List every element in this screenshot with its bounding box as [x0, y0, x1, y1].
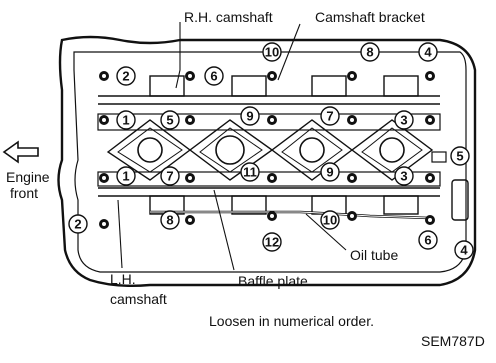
rh-cam-journal-3	[311, 75, 347, 97]
bolt-hole-rh-upper-3	[270, 74, 274, 78]
bolt-hole-rh-lower-4	[350, 118, 354, 122]
bolt-hole-lh-upper-3	[270, 176, 274, 180]
engine-label: Engine	[6, 169, 50, 185]
bolt-number-lh-upper-6: 5	[456, 149, 463, 164]
lh-camshaft-bar	[98, 187, 440, 197]
bolt-number-circle-rh-upper-1	[116, 66, 136, 86]
bolt-number-lh-lower-1: 2	[74, 217, 81, 232]
bolt-number-lh-lower-4: 10	[323, 213, 337, 228]
bolt-hole-rh-upper-5	[428, 74, 432, 78]
bolt-hole-rh-upper-4	[350, 74, 354, 78]
bolt-hole-rh-upper-1	[102, 74, 106, 78]
bolt-number-circle-rh-lower-4	[320, 106, 340, 126]
bolt-number-lh-upper-1: 1	[122, 169, 129, 184]
bolt-number-circle-rh-upper-3	[262, 42, 282, 62]
bolt-number-lh-lower-2: 8	[166, 213, 173, 228]
bolt-number-circle-lh-lower-4	[320, 210, 340, 230]
bolt-number-circle-lh-upper-1	[116, 166, 136, 186]
bolt-hole-lh-upper-1	[102, 176, 106, 180]
bolt-hole-rh-lower-2	[188, 118, 192, 122]
leader-lines	[117, 22, 347, 271]
bolt-number-circle-lh-upper-2	[160, 166, 180, 186]
baffle-plate-inner	[117, 127, 423, 173]
bolt-hole-lh-lower-1	[102, 222, 106, 226]
bolt-number-lh-lower-3: 12	[265, 235, 279, 250]
bolt-hole-lh-upper-2	[188, 176, 192, 180]
bolt-number-circle-lh-upper-6	[450, 146, 470, 166]
bolt-hole-lh-upper-4	[350, 176, 354, 180]
baffle-plate-label: Baffle plate	[238, 273, 308, 289]
bolt-hole-lh-lower-3	[270, 214, 274, 218]
spark-plug-hole-3	[299, 137, 325, 163]
cylinder-head-outline	[57, 35, 477, 288]
front-cover-part-small	[431, 151, 447, 163]
bolt-hole-lh-lower-4	[350, 214, 354, 218]
bolt-number-lh-lower-5: 6	[424, 233, 431, 248]
bolt-number-circle-rh-lower-5	[394, 110, 414, 130]
instruction-text: Loosen in numerical order.	[209, 313, 374, 329]
bolt-number-circle-lh-lower-6	[454, 240, 474, 260]
bolt-hole-lh-lower-2	[188, 218, 192, 222]
spark-plug-hole-2	[215, 135, 245, 165]
bolt-number-circle-rh-upper-2	[204, 66, 224, 86]
camshaft-bracket-label: Camshaft bracket	[315, 9, 425, 25]
spark-plug-hole-4	[379, 137, 405, 163]
bolt-hole-rh-upper-2	[188, 74, 192, 78]
bolt-hole-rh-lower-5	[428, 118, 432, 122]
bolt-number-rh-upper-1: 2	[122, 69, 129, 84]
bolt-number-rh-lower-1: 1	[122, 113, 129, 128]
bolt-number-circle-rh-upper-5	[418, 42, 438, 62]
inner-outline	[73, 51, 467, 273]
bolt-hole-lh-lower-5	[428, 218, 432, 222]
bolt-number-lh-upper-3: 11	[243, 165, 257, 180]
bolt-number-circle-lh-upper-4	[320, 162, 340, 182]
bolt-hole-rh-lower-3	[270, 118, 274, 122]
bolt-number-rh-lower-2: 5	[166, 113, 173, 128]
lh-cam-journal-4	[383, 195, 419, 215]
bolt-number-circle-lh-lower-5	[418, 230, 438, 250]
rh-cam-journal-2	[231, 75, 267, 97]
bolt-number-rh-lower-5: 3	[400, 113, 407, 128]
bolt-number-rh-lower-3: 9	[246, 109, 253, 124]
bolt-markers: 2 6 10 8 4 1 5 9 7 3 1 7 11 9 3 5 2 8 12 10 6 4	[68, 42, 474, 260]
bolt-number-rh-upper-2: 6	[210, 69, 217, 84]
bolt-number-rh-lower-4: 7	[326, 109, 333, 124]
bolt-number-lh-upper-5: 3	[400, 169, 407, 184]
camshaft-label: camshaft	[110, 291, 167, 307]
bolt-number-circle-rh-lower-1	[116, 110, 136, 130]
bolt-number-lh-upper-2: 7	[166, 169, 173, 184]
rh-bracket-row	[97, 113, 441, 131]
bolt-number-circle-rh-lower-3	[240, 106, 260, 126]
bolt-number-circle-lh-lower-2	[160, 210, 180, 230]
rh-camshaft-label: R.H. camshaft	[184, 9, 273, 25]
bolt-number-circle-rh-upper-4	[360, 42, 380, 62]
bolt-number-circle-rh-lower-2	[160, 110, 180, 130]
bolt-number-rh-upper-4: 8	[366, 45, 373, 60]
lh-cam-journal-2	[231, 195, 267, 215]
bolt-number-lh-upper-4: 9	[326, 165, 333, 180]
oil-tube-label: Oil tube	[350, 247, 398, 263]
bolt-number-circle-lh-upper-3	[240, 162, 260, 182]
baffle-plate	[106, 119, 434, 181]
lh-label: L.H.	[110, 271, 136, 287]
engine-front-arrow	[2, 140, 39, 164]
figure-code: SEM787D	[421, 333, 485, 349]
rh-cam-journal-4	[383, 75, 419, 97]
bolt-number-circle-lh-upper-5	[394, 166, 414, 186]
spark-plug-hole-1	[137, 137, 163, 163]
bolt-number-circle-lh-lower-3	[262, 232, 282, 252]
lh-bracket-row	[97, 171, 441, 187]
bolt-hole-lh-upper-5	[428, 176, 432, 180]
bolt-hole-rh-lower-1	[102, 118, 106, 122]
bolt-number-circle-lh-lower-1	[68, 214, 88, 234]
bolt-number-lh-lower-6: 4	[460, 243, 468, 258]
rh-cam-journal-1	[149, 75, 185, 97]
front-cover-part	[451, 179, 469, 221]
bolt-number-rh-upper-3: 10	[265, 45, 279, 60]
rh-camshaft-bar	[98, 95, 440, 105]
bolt-number-rh-upper-5: 4	[424, 45, 432, 60]
front-label: front	[10, 185, 38, 201]
